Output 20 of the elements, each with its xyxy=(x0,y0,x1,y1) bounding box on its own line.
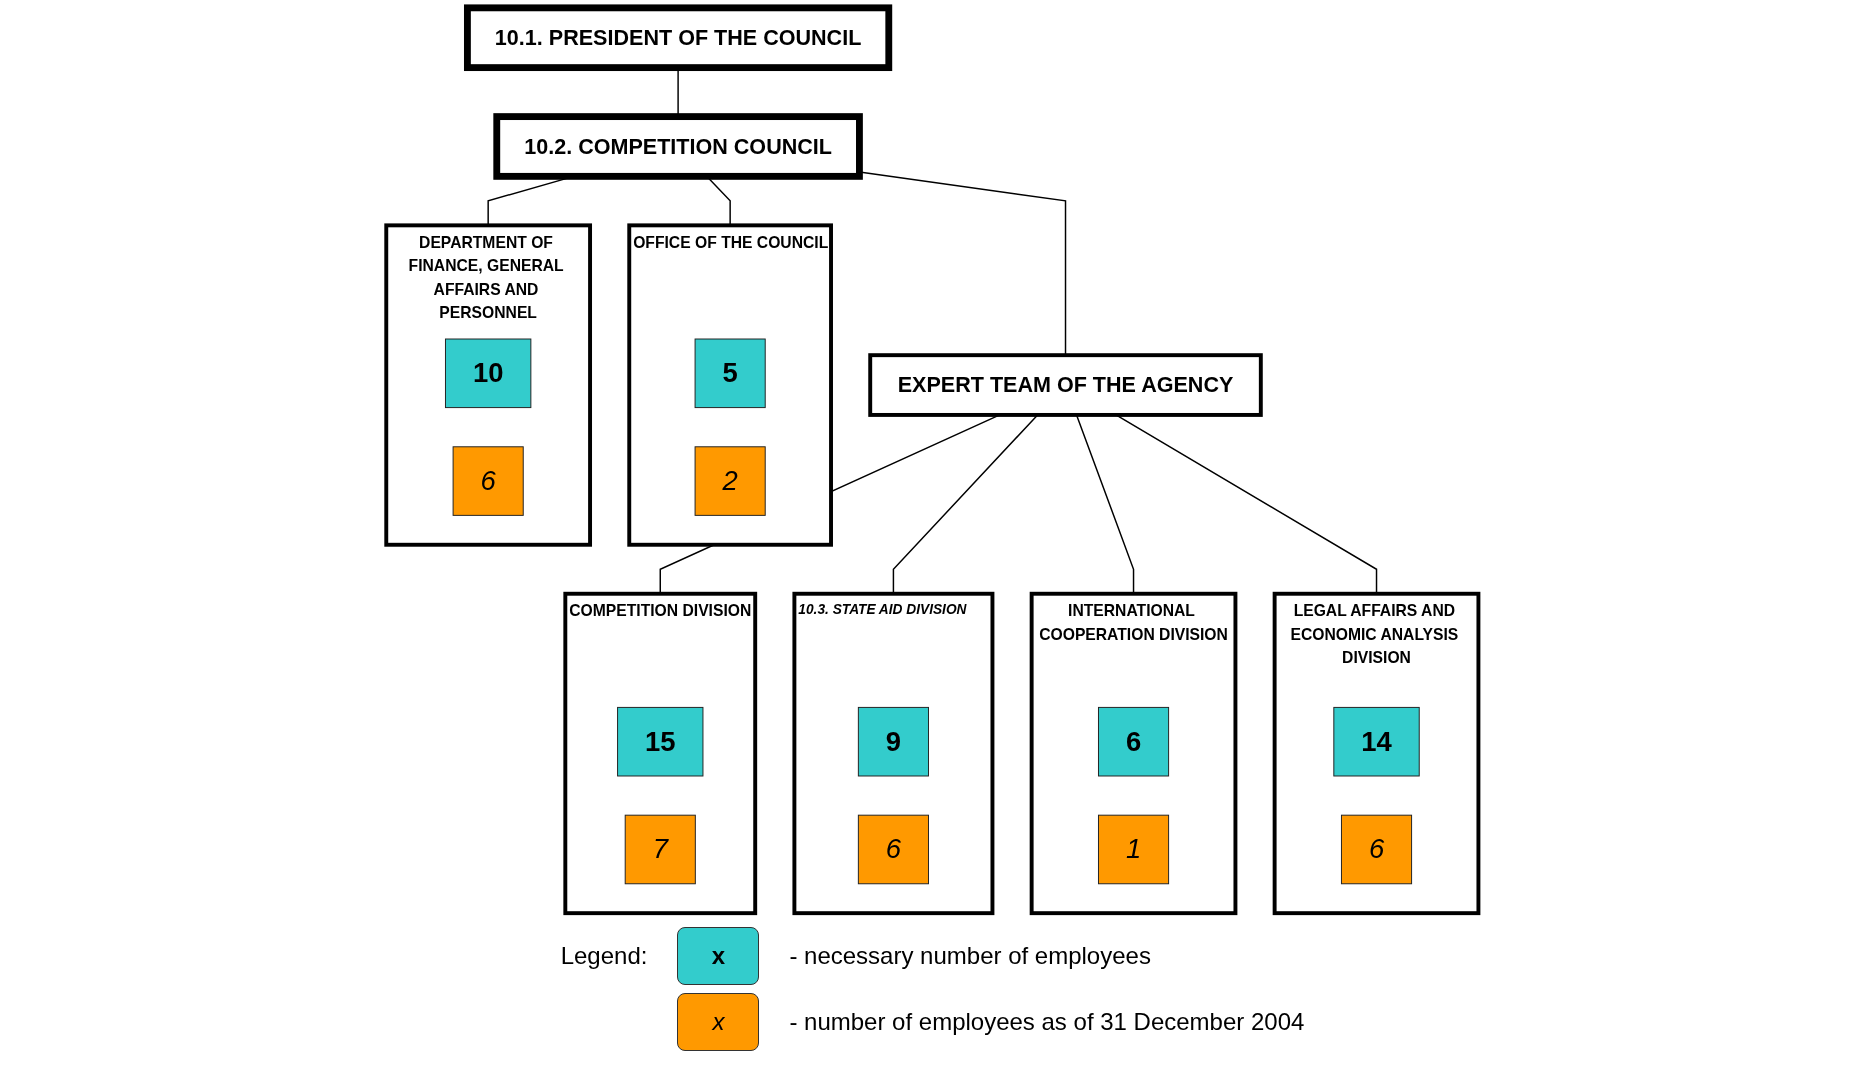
node-box: 10.1. PRESIDENT OF THE COUNCIL xyxy=(464,4,893,72)
node-box: 1 xyxy=(1098,814,1170,885)
legend-swatch: x xyxy=(677,927,760,985)
node-box: 14 xyxy=(1333,706,1420,777)
node-box: 15 xyxy=(617,706,704,777)
node-box: 6 xyxy=(452,446,524,516)
node-box: 9 xyxy=(858,706,930,777)
node-box: 2 xyxy=(694,446,766,516)
legend-text: - number of employees as of 31 December 2004 xyxy=(789,1008,1305,1036)
node-box: 6 xyxy=(1098,706,1170,777)
legend-swatch: x xyxy=(677,993,760,1051)
node-box: 5 xyxy=(694,338,766,409)
legend-text: - necessary number of employees xyxy=(789,942,1152,970)
node-box: 10.2. COMPETITION COUNCIL xyxy=(493,113,863,180)
legend-title: Legend: xyxy=(560,942,648,970)
node-box: EXPERT TEAM OF THE AGENCY xyxy=(868,353,1263,417)
node-box: 10 xyxy=(445,338,532,409)
node-box: 6 xyxy=(1341,814,1413,885)
node-box: 6 xyxy=(858,814,930,885)
node-box: 7 xyxy=(624,814,696,885)
